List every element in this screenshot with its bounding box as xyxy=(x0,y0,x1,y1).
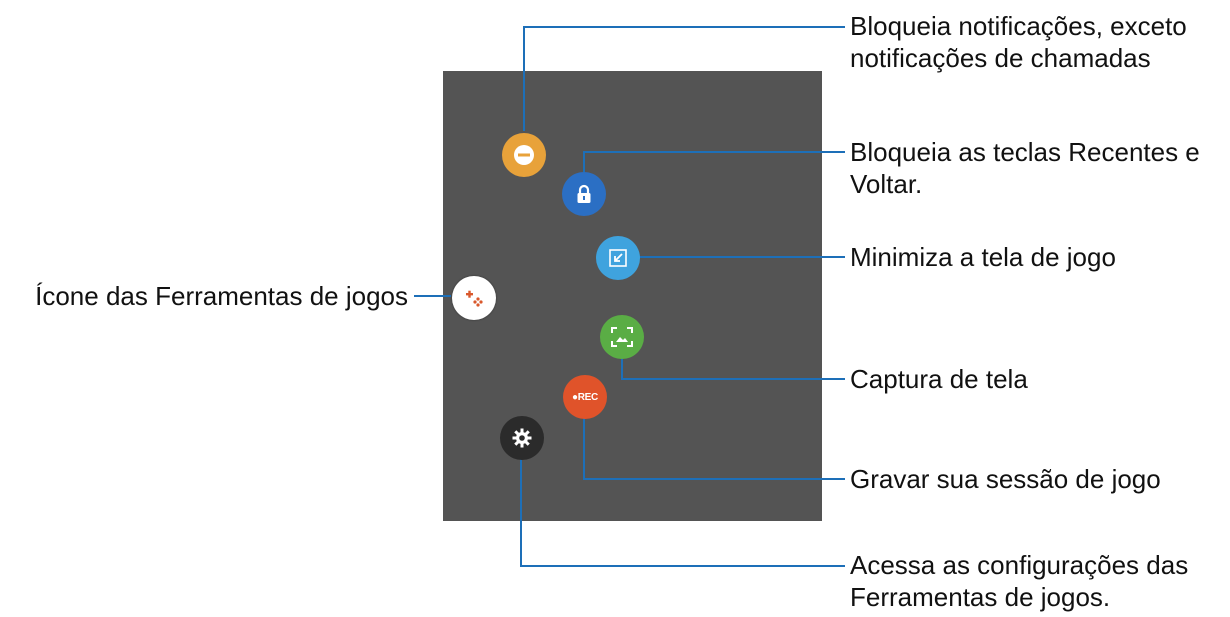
minimize-arrow-icon xyxy=(609,249,627,267)
callout-record: Gravar sua sessão de jogo xyxy=(850,463,1161,495)
callout-lock-keys-line1: Bloqueia as teclas Recentes e xyxy=(850,137,1200,167)
callout-record-line1: Gravar sua sessão de jogo xyxy=(850,464,1161,494)
leader-screenshot xyxy=(621,359,845,380)
leader-no-alerts xyxy=(523,26,845,131)
screenshot-button[interactable] xyxy=(600,315,644,359)
no-alerts-button[interactable] xyxy=(502,133,546,177)
lock-icon xyxy=(577,184,591,203)
minimize-button[interactable] xyxy=(596,236,640,280)
callout-lock-keys-line2: Voltar. xyxy=(850,169,923,199)
callout-lock-keys: Bloqueia as teclas Recentes e Voltar. xyxy=(850,136,1200,200)
callout-minimize-line1: Minimiza a tela de jogo xyxy=(850,242,1116,272)
game-tools-button[interactable] xyxy=(452,276,496,320)
callout-no-alerts-line1: Bloqueia notificações, exceto xyxy=(850,11,1187,41)
callout-game-tools: Ícone das Ferramentas de jogos xyxy=(8,280,408,312)
callout-settings-line2: Ferramentas de jogos. xyxy=(850,582,1111,612)
settings-button[interactable] xyxy=(500,416,544,460)
lock-keys-button[interactable] xyxy=(562,172,606,216)
leader-record xyxy=(583,418,845,480)
minus-circle-icon xyxy=(514,145,534,165)
callout-settings: Acessa as configurações das Ferramentas … xyxy=(850,549,1188,613)
callout-screenshot: Captura de tela xyxy=(850,363,1028,395)
leader-settings xyxy=(520,459,845,567)
callout-game-tools-line1: Ícone das Ferramentas de jogos xyxy=(35,281,408,311)
game-tools-icon xyxy=(466,290,483,307)
record-button[interactable]: ●REC xyxy=(563,375,607,419)
callout-no-alerts: Bloqueia notificações, exceto notificaçõ… xyxy=(850,10,1187,74)
screen-capture-icon xyxy=(611,327,633,347)
callout-settings-line1: Acessa as configurações das xyxy=(850,550,1189,580)
callout-screenshot-line1: Captura de tela xyxy=(850,364,1028,394)
callout-minimize: Minimiza a tela de jogo xyxy=(850,241,1116,273)
callout-no-alerts-line2: notificações de chamadas xyxy=(850,43,1151,73)
leader-lock-keys xyxy=(583,151,845,172)
record-rec-icon: ●REC xyxy=(572,391,598,403)
gear-icon xyxy=(512,428,532,448)
